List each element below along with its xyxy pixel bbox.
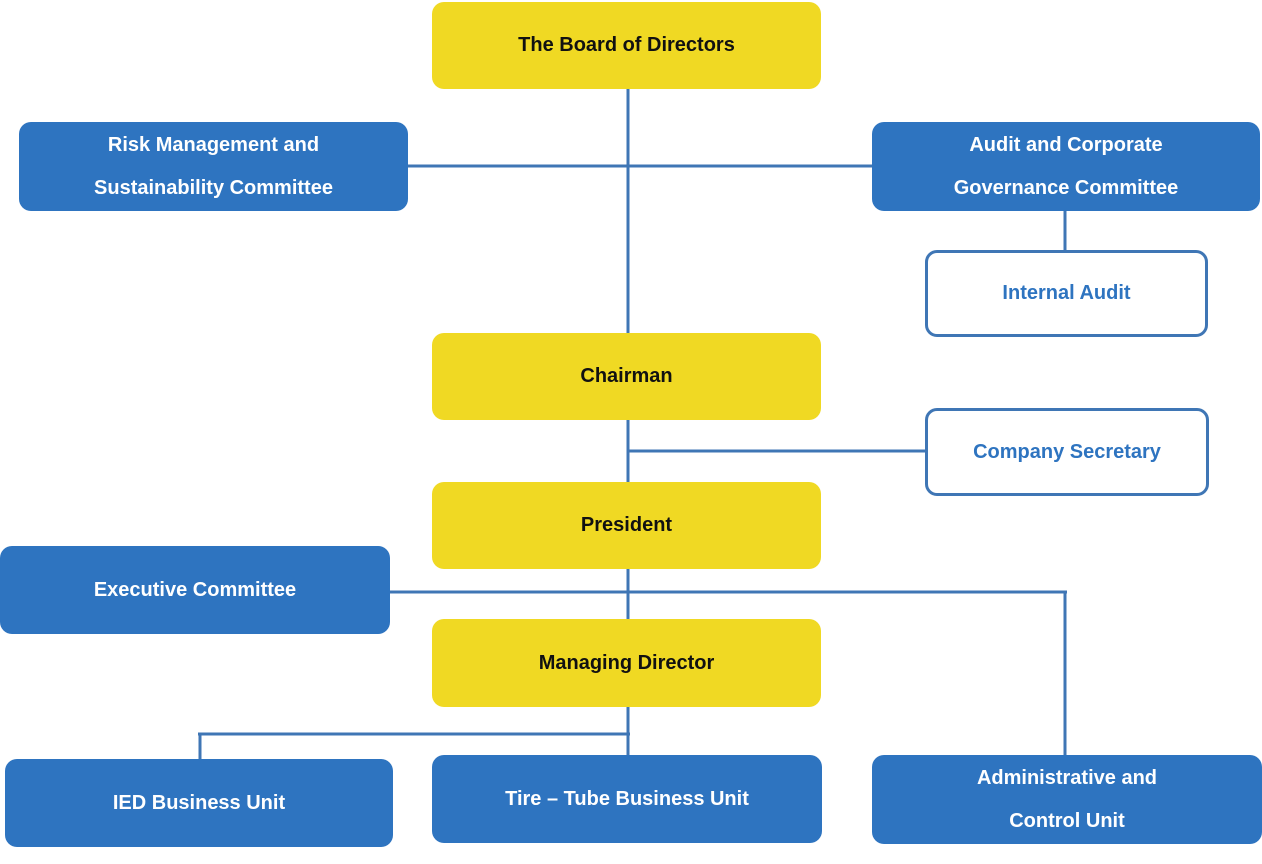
internal-audit-box: Internal Audit <box>925 250 1208 337</box>
board-of-directors-box: The Board of Directors <box>432 2 821 89</box>
chairman-box: Chairman <box>432 333 821 420</box>
administrative-control-unit-box: Administrative and Control Unit <box>872 755 1262 844</box>
admin-unit-label-line2: Control Unit <box>1009 809 1125 832</box>
executive-committee-box: Executive Committee <box>0 546 390 634</box>
ied-business-unit-label: IED Business Unit <box>112 791 286 814</box>
board-of-directors-label: The Board of Directors <box>518 34 735 56</box>
risk-committee-label-line2: Sustainability Committee <box>94 176 333 199</box>
managing-director-box: Managing Director <box>432 619 821 707</box>
tire-tube-business-unit-label: Tire – Tube Business Unit <box>505 787 749 810</box>
executive-committee-label: Executive Committee <box>93 578 297 601</box>
company-secretary-box: Company Secretary <box>925 408 1209 496</box>
risk-committee-label-line1: Risk Management and <box>107 133 320 156</box>
internal-audit-label: Internal Audit <box>1002 282 1131 304</box>
company-secretary-label: Company Secretary <box>973 440 1161 463</box>
admin-unit-label-line1: Administrative and <box>976 766 1158 789</box>
audit-committee-label-line1: Audit and Corporate <box>969 133 1163 156</box>
audit-committee-label-line2: Governance Committee <box>953 176 1179 199</box>
president-box: President <box>432 482 821 569</box>
audit-governance-committee-box: Audit and Corporate Governance Committee <box>872 122 1260 211</box>
risk-management-committee-box: Risk Management and Sustainability Commi… <box>19 122 408 211</box>
ied-business-unit-box: IED Business Unit <box>5 759 393 847</box>
managing-director-label: Managing Director <box>538 651 715 674</box>
president-label: President <box>580 514 673 536</box>
chairman-label: Chairman <box>580 365 673 387</box>
tire-tube-business-unit-box: Tire – Tube Business Unit <box>432 755 822 843</box>
